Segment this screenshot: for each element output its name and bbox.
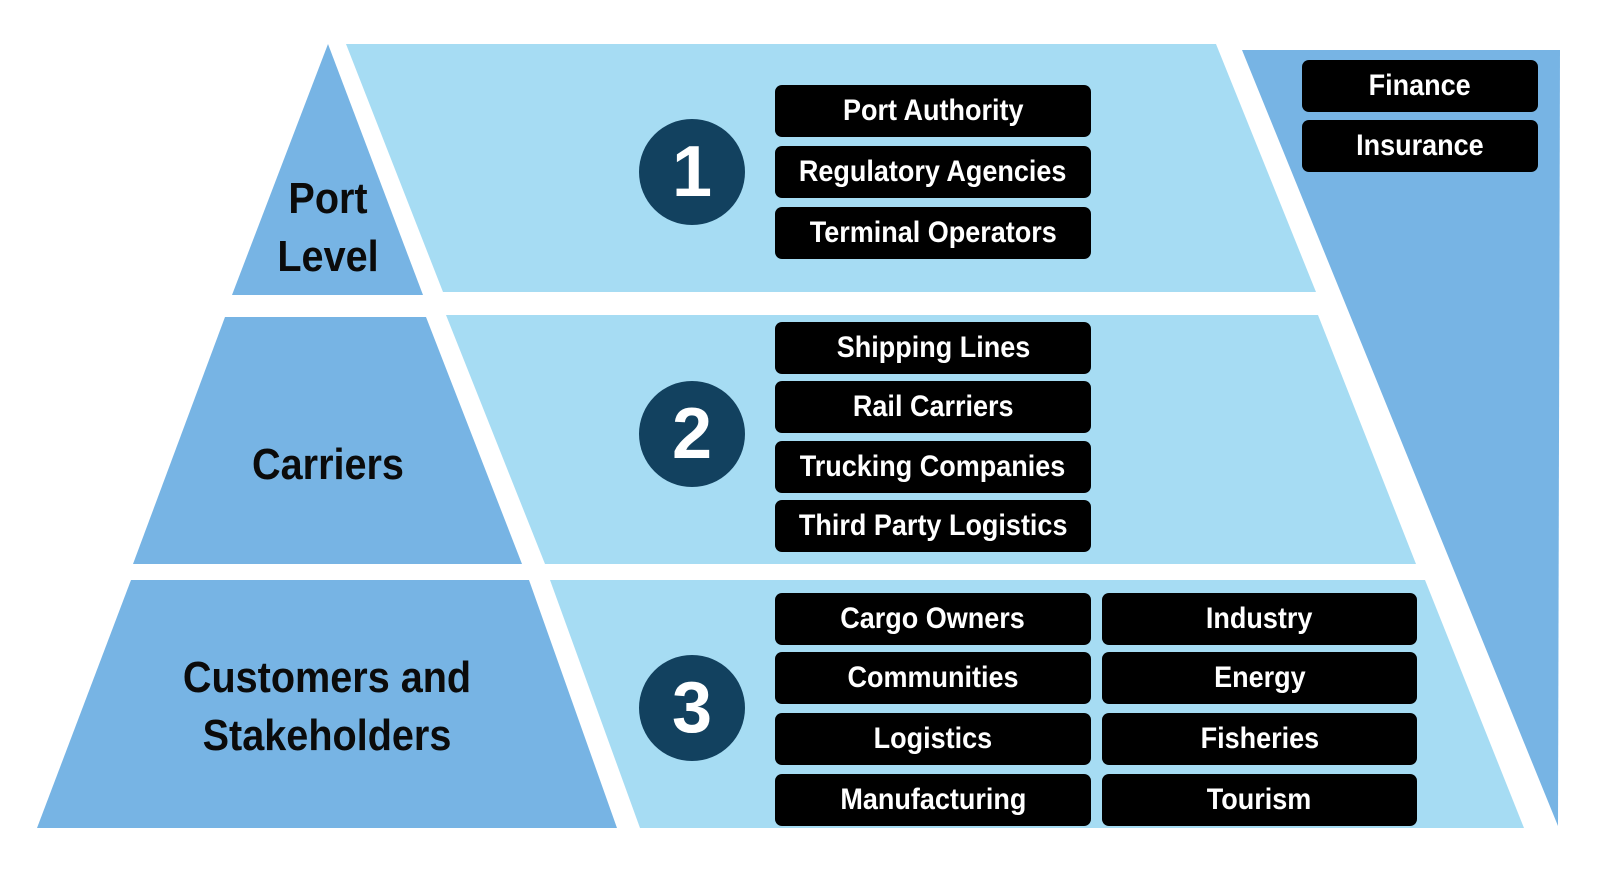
pill-label: Rail Carriers <box>852 390 1014 423</box>
tier-label-line: Stakeholders <box>202 711 452 760</box>
stakeholder-pill: Industry <box>1102 593 1417 645</box>
stakeholder-pill: Tourism <box>1102 774 1417 826</box>
tier-label-customers: Customers and Stakeholders <box>165 647 489 767</box>
stakeholder-pill: Logistics <box>775 713 1091 765</box>
pill-label: Shipping Lines <box>836 331 1030 364</box>
pill-label: Regulatory Agencies <box>799 155 1067 188</box>
stakeholder-pill: Manufacturing <box>775 774 1091 826</box>
stakeholder-pill: Port Authority <box>775 85 1091 137</box>
tier-label-line: Port <box>288 174 368 223</box>
stakeholder-pill: Energy <box>1102 652 1417 704</box>
stakeholder-pill: Communities <box>775 652 1091 704</box>
tier-number-badge-3: 3 <box>639 655 745 761</box>
cross-cutting-pill-insurance: Insurance <box>1302 120 1538 172</box>
stakeholder-pill: Rail Carriers <box>775 381 1091 433</box>
pill-label: Logistics <box>873 722 993 755</box>
pill-label: Communities <box>847 661 1019 694</box>
tier-label-line: Customers and <box>182 653 472 702</box>
pill-label: Fisheries <box>1200 722 1319 755</box>
pill-label: Finance <box>1368 69 1472 102</box>
stakeholder-pill: Third Party Logistics <box>775 500 1091 552</box>
pill-label: Industry <box>1206 602 1313 635</box>
tier-number-badge-1: 1 <box>639 119 745 225</box>
tier-label-line: Level <box>277 232 379 281</box>
tier-shape-customers <box>37 580 617 828</box>
tier-number-badge-2: 2 <box>639 381 745 487</box>
stakeholder-pill: Cargo Owners <box>775 593 1091 645</box>
cross-cutting-pill-finance: Finance <box>1302 60 1538 112</box>
tier-label-carriers: Carriers <box>193 435 463 495</box>
pill-label: Insurance <box>1356 129 1484 162</box>
pill-label: Energy <box>1213 661 1306 694</box>
stakeholder-pill: Regulatory Agencies <box>775 146 1091 198</box>
pill-label: Third Party Logistics <box>798 509 1068 542</box>
stakeholder-pill: Terminal Operators <box>775 207 1091 259</box>
stakeholder-pill: Shipping Lines <box>775 322 1091 374</box>
pill-label: Tourism <box>1207 783 1312 816</box>
pill-label: Terminal Operators <box>809 216 1057 249</box>
tier-shape-carriers <box>133 317 522 564</box>
pill-label: Cargo Owners <box>840 602 1026 635</box>
tier-label-line: Carriers <box>252 440 404 489</box>
stakeholder-pill: Fisheries <box>1102 713 1417 765</box>
pill-label: Trucking Companies <box>800 450 1066 483</box>
pill-label: Port Authority <box>842 94 1024 127</box>
band-shape-carriers <box>446 315 1416 564</box>
tier-label-port-level: Port Level <box>238 168 418 288</box>
cross-cutting-column <box>1242 50 1560 826</box>
pill-label: Manufacturing <box>839 783 1026 816</box>
tier-shape-port-level <box>232 44 423 295</box>
stakeholder-pill: Trucking Companies <box>775 441 1091 493</box>
